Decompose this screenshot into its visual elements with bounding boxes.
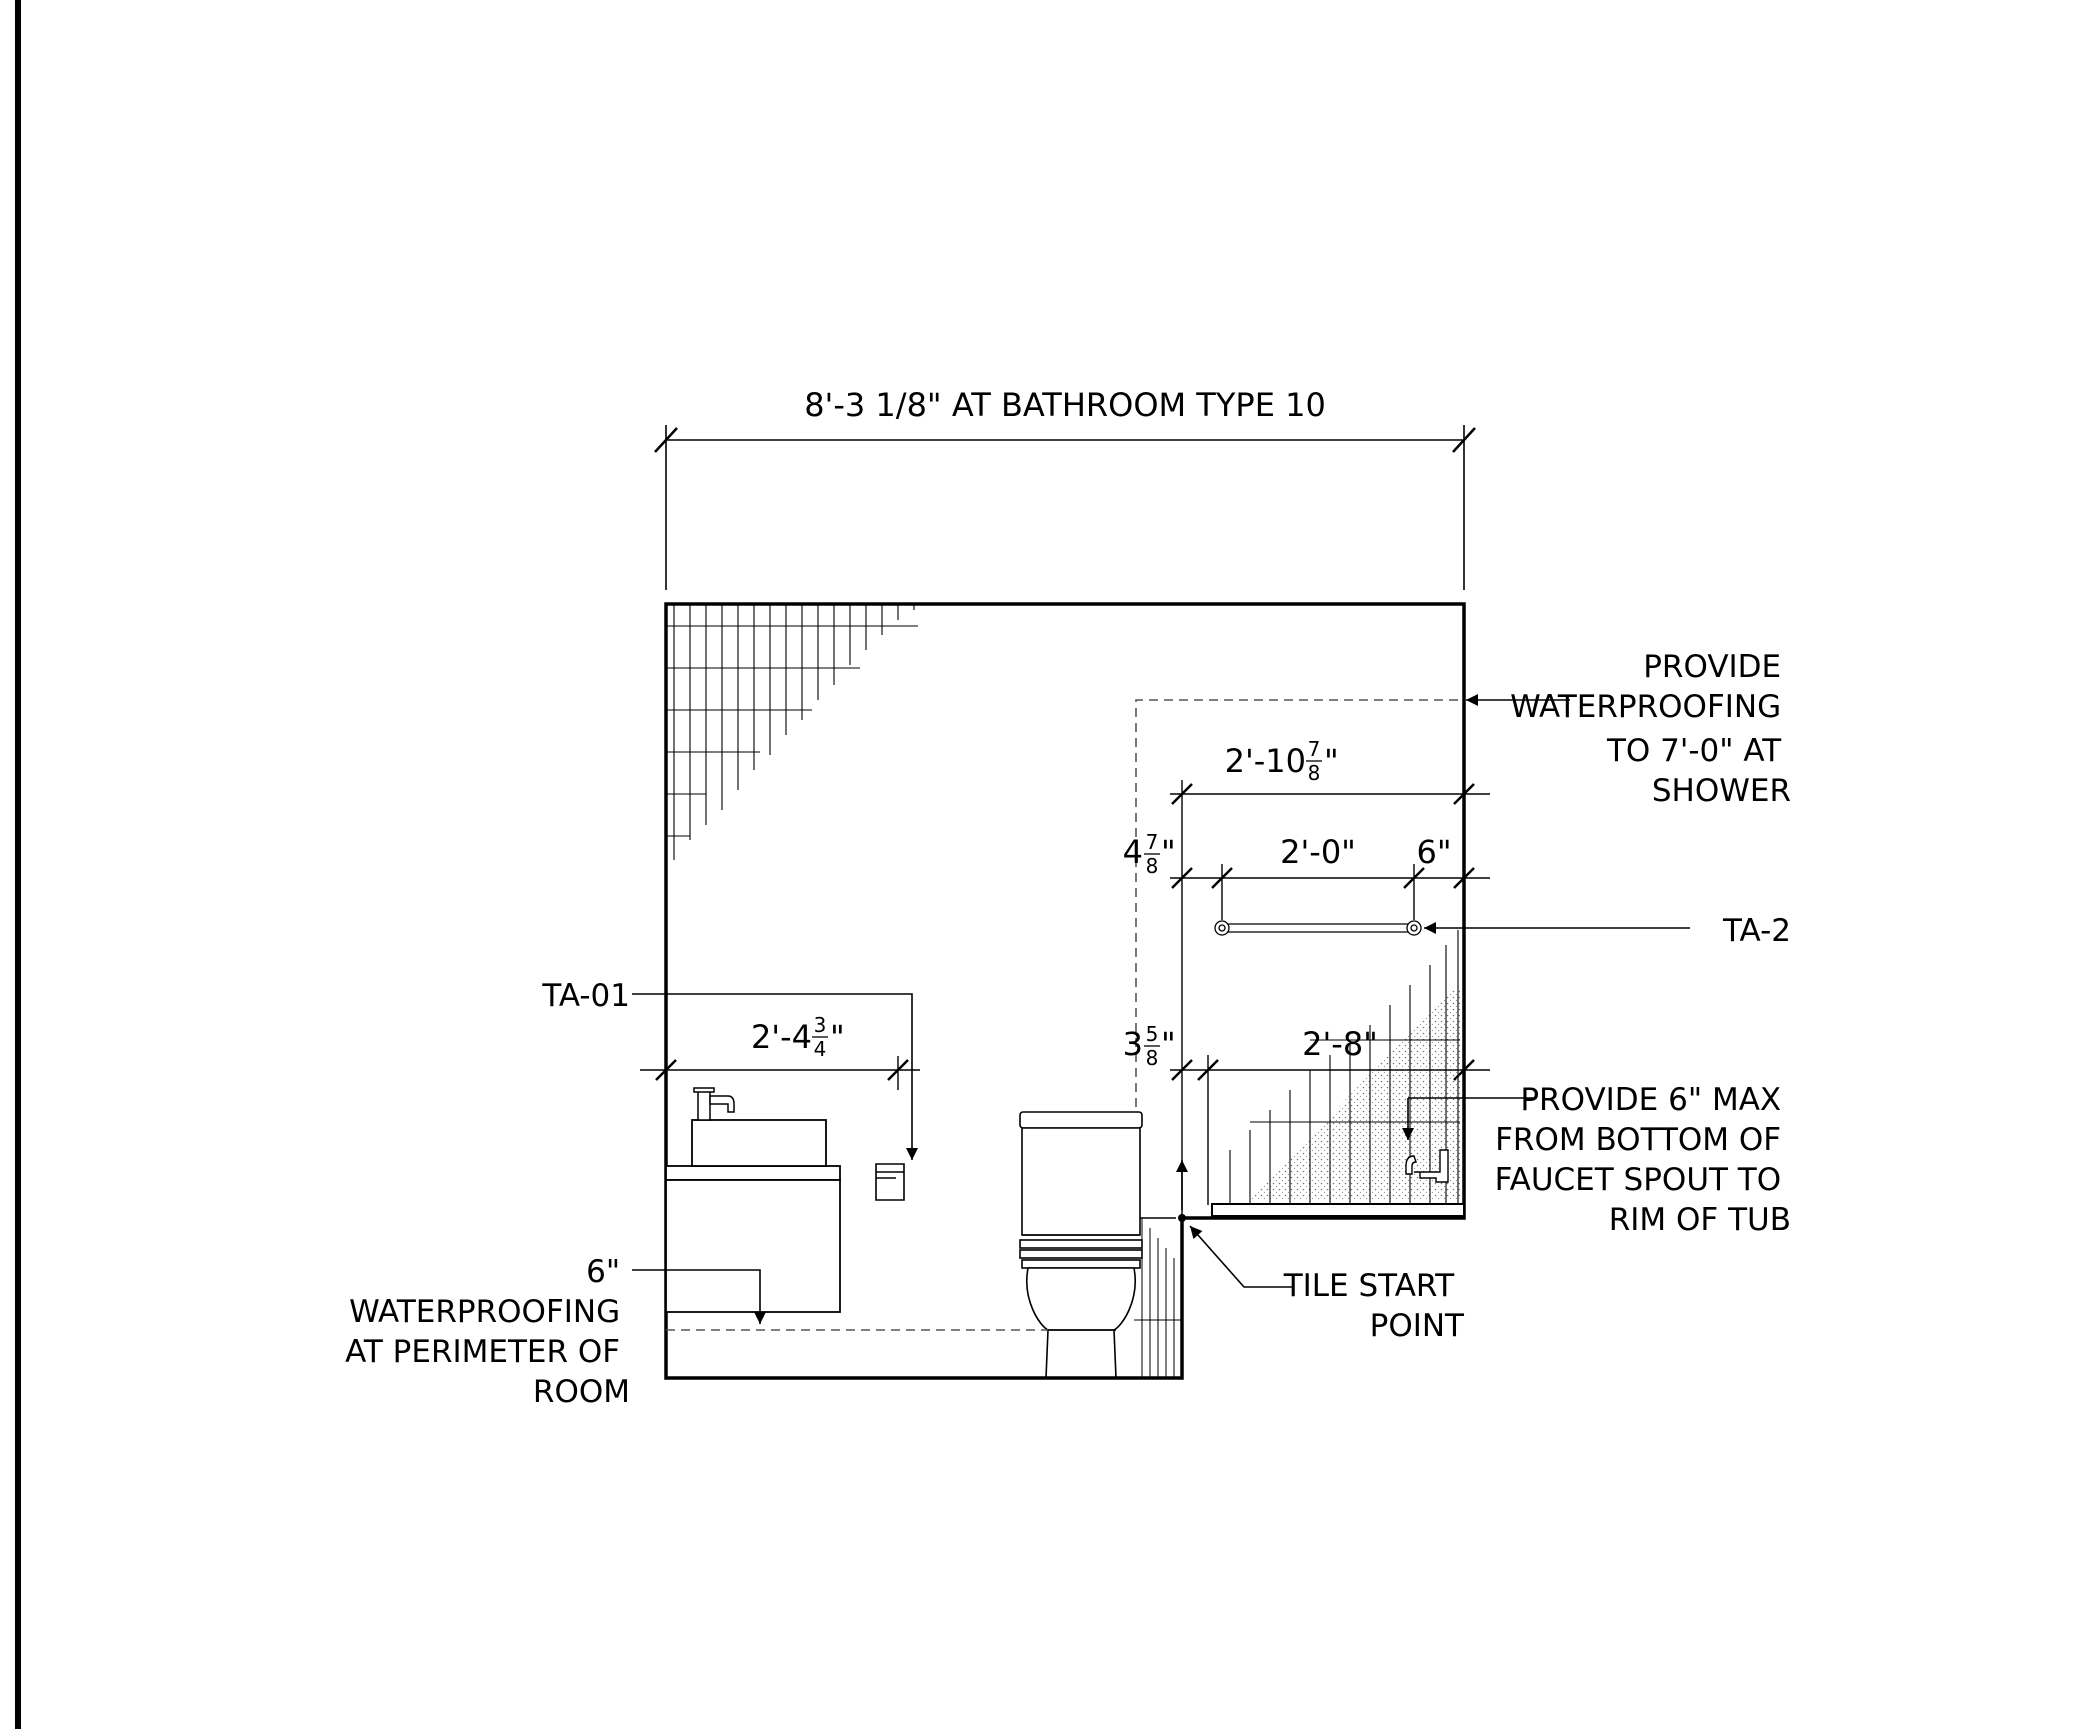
grab-bar-length-label: 2'-0" <box>1280 833 1356 871</box>
grab-bar-height-frac-den: 8 <box>1146 854 1159 878</box>
overall-width-label: 8'-3 1/8" AT BATHROOM TYPE 10 <box>804 386 1326 424</box>
tub-tile-shading <box>1250 990 1460 1200</box>
vanity-cabinet <box>665 1165 841 1313</box>
toilet-paper-holder-icon <box>875 1163 905 1201</box>
ta01-tag: TA-01 <box>541 978 630 1014</box>
sink-basin <box>691 1119 827 1167</box>
grab-bar-height-label: 4 <box>1123 833 1143 871</box>
wall-tile-hatch <box>666 604 918 860</box>
faucet-note: PROVIDE 6" MAX FROM BOTTOM OF FAUCET SPO… <box>1495 1082 1791 1238</box>
perimeter-waterproofing-leader <box>632 1269 766 1324</box>
shower-width-frac-num: 7 <box>1308 737 1321 761</box>
faucet-icon <box>1405 1149 1449 1183</box>
shower-width-unit: " <box>1324 742 1339 780</box>
shower-width-label: 2'-10 <box>1225 742 1306 780</box>
tub-rim-height-frac-num: 5 <box>1146 1022 1159 1046</box>
bathtub <box>1211 1203 1465 1217</box>
grab-bar <box>1214 920 1422 936</box>
vanity-width-label: 2'-4 <box>751 1018 812 1056</box>
tile-start-note: TILE START POINT <box>1283 1268 1465 1344</box>
tub-rim-height-label: 3 <box>1123 1025 1143 1063</box>
grab-bar-height-unit: " <box>1161 833 1176 871</box>
grab-bar-height-frac-num: 7 <box>1146 830 1159 854</box>
vanity-dimension-lines <box>640 1056 920 1090</box>
vanity-width-frac-den: 4 <box>814 1037 827 1061</box>
ta2-tag: TA-2 <box>1722 913 1791 949</box>
tub-length-label: 2'-8" <box>1302 1025 1378 1063</box>
tub-tile-hatch <box>1229 930 1460 1205</box>
tub-rim-height-unit: " <box>1161 1025 1176 1063</box>
vanity-width-frac-num: 3 <box>814 1013 827 1037</box>
tile-start-leader <box>1189 1225 1294 1288</box>
toilet-wall-hatch <box>1134 1218 1182 1378</box>
waterproofing-shower-note: PROVIDE WATERPROOFING TO 7'-0" AT SHOWER <box>1510 649 1791 809</box>
overall-dimension <box>654 425 1476 590</box>
tub-rim-height-frac-den: 8 <box>1146 1046 1159 1070</box>
grab-bar-offset-label: 6" <box>1416 833 1451 871</box>
sink-faucet-icon <box>693 1087 735 1121</box>
vanity-width-unit: " <box>830 1018 845 1056</box>
tile-start-point-marker <box>1178 1214 1186 1222</box>
shower-waterproofing-zone <box>1135 699 1464 1212</box>
toilet-icon <box>1019 1111 1143 1379</box>
room-outline <box>664 602 1466 1380</box>
shower-width-frac-den: 8 <box>1308 761 1321 785</box>
ta01-leader <box>632 993 918 1160</box>
perimeter-waterproofing-note: 6" WATERPROOFING AT PERIMETER OF ROOM <box>345 1254 630 1410</box>
